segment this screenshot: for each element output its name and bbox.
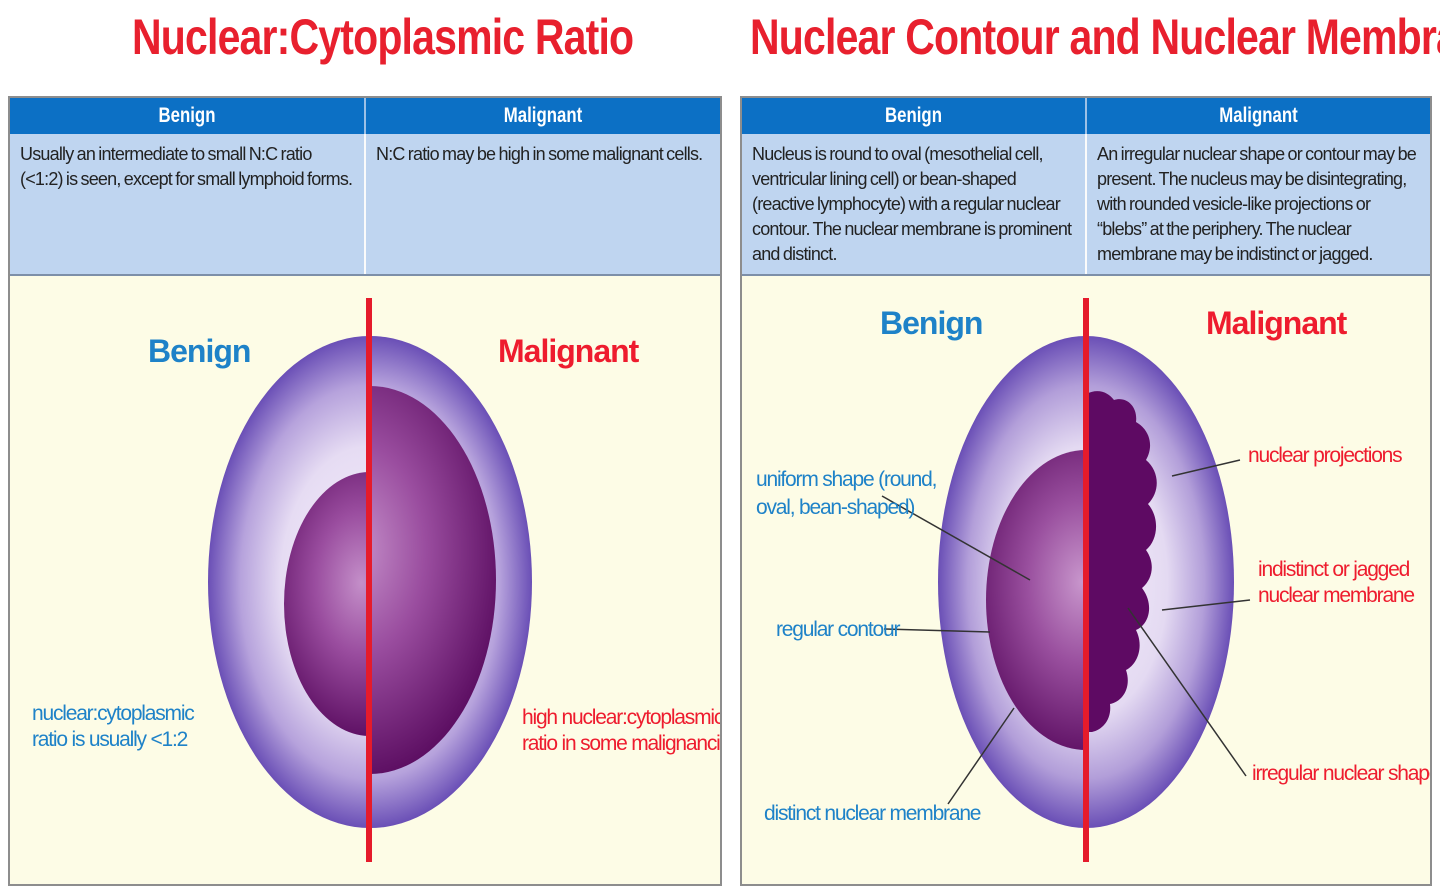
header-malignant: Malignant: [1219, 104, 1298, 127]
benign-nucleus: [284, 472, 368, 736]
malignant-irregular-nucleus: [1086, 391, 1157, 732]
leader-uniform-shape: [881, 495, 1031, 581]
annotation-malignant-ratio-line1: high nuclear:cytoplasmic: [522, 706, 720, 729]
header-benign: Benign: [158, 104, 216, 127]
annotation-uniform-shape-line2: oval, bean-shaped): [756, 496, 914, 519]
panel-nuclear-contour: Benign Malignant Nucleus is round to ova…: [740, 96, 1432, 886]
annotation-uniform-shape-line1: uniform shape (round,: [756, 468, 936, 491]
annotation-indistinct-membrane-line1: indistinct or jagged: [1258, 558, 1410, 581]
header-benign: Benign: [885, 104, 942, 127]
cell-benign-description: Usually an intermediate to small N:C rat…: [20, 144, 353, 189]
annotation-nuclear-projections: nuclear projections: [1248, 444, 1402, 467]
leader-indistinct-membrane: [1161, 599, 1251, 611]
cell-benign-description: Nucleus is round to oval (mesothelial ce…: [752, 144, 1072, 264]
annotation-indistinct-membrane-line2: nuclear membrane: [1258, 584, 1414, 607]
header-malignant: Malignant: [503, 104, 583, 127]
table-header: Benign Malignant: [742, 98, 1430, 134]
annotation-benign-ratio-line2: ratio is usually <1:2: [32, 728, 188, 751]
annotation-distinct-membrane: distinct nuclear membrane: [764, 802, 981, 825]
annotation-regular-contour: regular contour: [776, 618, 900, 641]
header-divider: [1085, 98, 1087, 134]
label-malignant: Malignant: [1206, 305, 1348, 341]
nuclear-contour-illustration: Benign Malignant uniform shape (round, o…: [756, 298, 1430, 862]
leader-nuclear-projections: [1171, 459, 1241, 477]
nc-ratio-illustration: Benign Malignant nuclear:cytoplasmic rat…: [32, 298, 720, 862]
title-nuclear-cytoplasmic-ratio: Nuclear:Cytoplasmic Ratio: [132, 9, 634, 65]
label-benign: Benign: [880, 305, 982, 341]
table-row: Usually an intermediate to small N:C rat…: [10, 134, 720, 276]
label-malignant: Malignant: [498, 333, 640, 369]
cell-malignant-description: N:C ratio may be high in some malignant …: [376, 144, 703, 164]
table-row: Nucleus is round to oval (mesothelial ce…: [742, 134, 1430, 276]
title-nuclear-contour-membrane: Nuclear Contour and Nuclear Membrane: [750, 9, 1440, 65]
leader-lines: [881, 459, 1251, 805]
annotation-irregular-shape: irregular nuclear shape: [1252, 762, 1430, 785]
cell-divider: [364, 134, 366, 274]
table-header: Benign Malignant: [10, 98, 720, 134]
cell-divider: [1085, 134, 1087, 274]
leader-distinct-membrane: [947, 707, 1015, 805]
panel-nc-ratio: Benign Malignant Usually an intermediate…: [8, 96, 722, 886]
header-divider: [364, 98, 366, 134]
label-benign: Benign: [148, 333, 250, 369]
annotation-benign-ratio-line1: nuclear:cytoplasmic: [32, 702, 194, 725]
leader-irregular-shape: [1127, 607, 1247, 777]
leader-regular-contour: [883, 628, 991, 633]
cell-malignant-description: An irregular nuclear shape or contour ma…: [1097, 144, 1417, 264]
benign-nucleus: [986, 450, 1086, 750]
malignant-nucleus: [368, 386, 496, 774]
annotation-malignant-ratio-line2: ratio in some malignancies: [522, 732, 720, 755]
